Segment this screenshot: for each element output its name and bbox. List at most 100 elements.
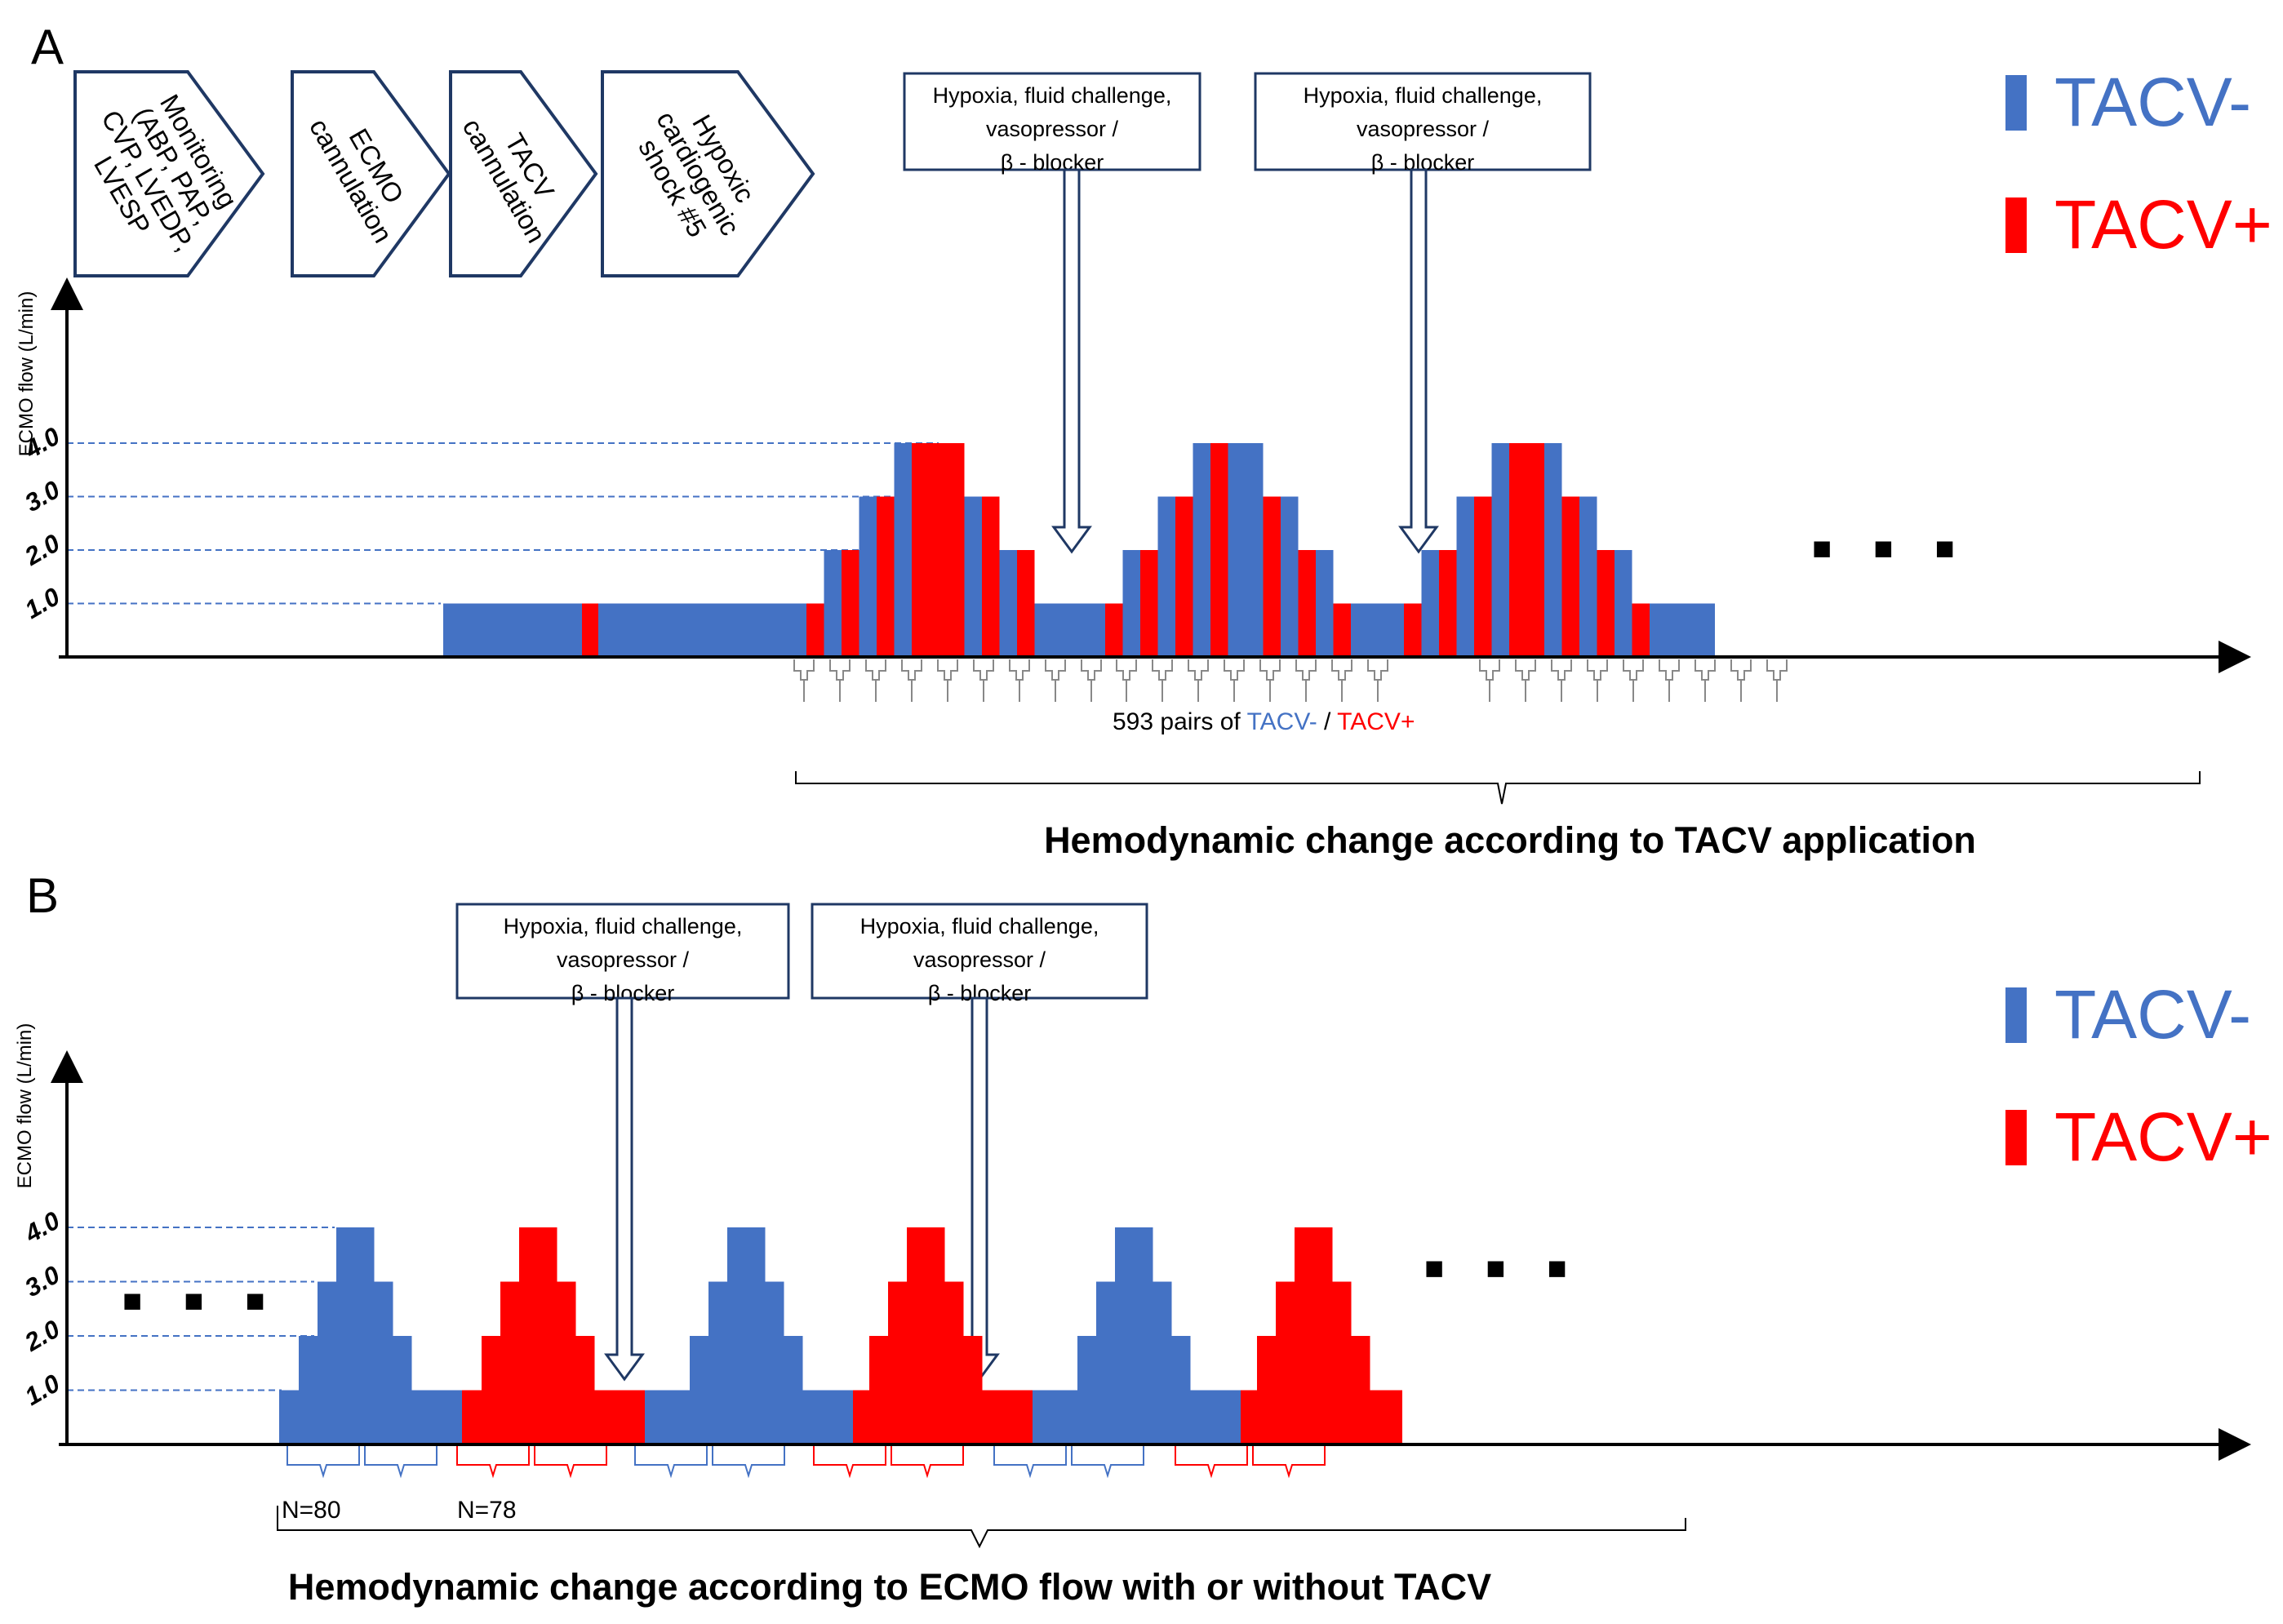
sample-brace: [534, 1446, 607, 1479]
tacv-minus-bar: [1077, 1336, 1097, 1444]
intervention-line: vasopressor /: [1357, 117, 1490, 141]
sample-bracket: [1551, 659, 1572, 681]
tacv-minus-bar: [299, 1336, 318, 1444]
sample-bracket: [1659, 659, 1680, 681]
y-tick-label: 4.0: [19, 1206, 64, 1249]
tacv-minus-bar: [1246, 443, 1264, 657]
y-tick-label: 2.0: [19, 1315, 64, 1357]
sample-bracket: [1259, 659, 1281, 681]
process-step: Hypoxiccardiogenicshock #5: [601, 70, 815, 277]
tacv-plus-bar: [907, 1227, 945, 1444]
sample-bracket: [1766, 659, 1788, 681]
intervention-text: Hypoxia, fluid challenge,vasopressor /β …: [860, 914, 1099, 1005]
tacv-minus-bar: [336, 1227, 375, 1444]
sample-brackets-a: [793, 659, 1788, 702]
tacv-minus-bar: [1052, 603, 1105, 657]
intervention-box: Hypoxia, fluid challenge,vasopressor /β …: [455, 903, 790, 1382]
pairs-prefix: 593 pairs of: [1113, 708, 1247, 735]
process-step: TACVcannulation: [449, 70, 598, 277]
tacv-plus-bar: [806, 603, 824, 657]
legend-label-minus: TACV-: [2054, 64, 2251, 140]
legend-label-minus: TACV-: [2054, 976, 2251, 1053]
tacv-minus-bar: [1615, 550, 1632, 657]
step-shape: [291, 70, 451, 277]
tacv-minus-bar: [1456, 496, 1474, 657]
down-arrow: [1051, 168, 1092, 554]
sample-bracket: [1331, 659, 1352, 681]
tacv-plus-bar: [1333, 603, 1351, 657]
sample-bracket: [1188, 659, 1209, 681]
down-arrow: [604, 996, 645, 1382]
y-axis-label-a: ECMO flow (L/min): [16, 291, 38, 457]
tacv-minus-bar: [1034, 603, 1052, 657]
intervention-line: vasopressor /: [986, 117, 1119, 141]
tacv-minus-bar: [1228, 443, 1246, 657]
tacv-plus-bar: [582, 603, 598, 657]
tacv-minus-bar: [784, 1336, 803, 1444]
tacv-plus-bar: [519, 1227, 557, 1444]
tacv-minus-bar: [1190, 1390, 1241, 1444]
tacv-plus-bar: [1474, 496, 1492, 657]
intervention-line: vasopressor /: [913, 947, 1046, 972]
intervention-line: Hypoxia, fluid challenge,: [1304, 83, 1543, 108]
tacv-plus-bar: [842, 550, 859, 657]
tacv-minus-bar: [1115, 1227, 1153, 1444]
sample-brace: [364, 1446, 438, 1479]
tacv-plus-bar: [1404, 603, 1422, 657]
n-label-plus: N=78: [457, 1497, 517, 1524]
tacv-plus-bar: [1370, 1390, 1402, 1444]
legend-swatch-plus: [2005, 1110, 2027, 1165]
intervention-frame: [455, 903, 790, 1000]
pairs-minus: TACV-: [1247, 708, 1317, 735]
sample-bracket: [1515, 659, 1536, 681]
sample-brace: [712, 1446, 785, 1479]
tacv-minus-bar: [1421, 550, 1439, 657]
sample-bracket: [1081, 659, 1102, 681]
tacv-minus-bar: [1153, 1281, 1172, 1444]
tacv-minus-bar: [824, 550, 842, 657]
gridlines-b: [67, 1227, 335, 1391]
tacv-plus-bar: [1597, 550, 1615, 657]
tacv-minus-bar: [1544, 443, 1562, 657]
big-brace-b: [277, 1506, 1686, 1549]
tacv-minus-bar: [1650, 603, 1715, 657]
tacv-plus-bar: [557, 1281, 576, 1444]
sample-brace: [634, 1446, 708, 1479]
y-ticks-b: 1.02.03.04.0: [19, 1206, 64, 1411]
tacv-minus-bar: [1193, 443, 1210, 657]
sample-brace: [286, 1446, 360, 1479]
legend-label-plus: TACV+: [2054, 1098, 2272, 1175]
tacv-plus-bar: [1017, 550, 1035, 657]
sample-bracket: [937, 659, 958, 681]
intervention-line: vasopressor /: [557, 947, 690, 972]
intervention-boxes-a: Hypoxia, fluid challenge,vasopressor /β …: [903, 72, 1592, 554]
intervention-line: Hypoxia, fluid challenge,: [933, 83, 1172, 108]
sample-bracket: [865, 659, 886, 681]
y-tick-label: 3.0: [20, 1260, 64, 1302]
tacv-plus-bar: [1263, 496, 1281, 657]
tacv-minus-bar: [1579, 496, 1597, 657]
legend-swatch-minus: [2005, 987, 2027, 1043]
tacv-plus-bar: [1276, 1281, 1295, 1444]
tacv-plus-bar: [982, 1390, 1033, 1444]
tacv-minus-bar: [1316, 550, 1334, 657]
continuation-dots-b-right: ■ ■ ■: [1424, 1250, 1583, 1286]
tacv-plus-bar: [1257, 1336, 1277, 1444]
intervention-frame: [903, 72, 1201, 171]
sample-bracket: [1009, 659, 1030, 681]
sample-brace: [891, 1446, 964, 1479]
intervention-box: Hypoxia, fluid challenge,vasopressor /β …: [1254, 72, 1592, 554]
sample-bracket: [1623, 659, 1644, 681]
sample-bracket: [901, 659, 922, 681]
tacv-minus-bar: [318, 1281, 337, 1444]
tacv-minus-bar: [708, 1281, 728, 1444]
tacv-plus-bar: [1332, 1281, 1352, 1444]
tacv-plus-bar: [912, 443, 930, 657]
tacv-minus-bar: [1351, 603, 1404, 657]
tacv-minus-bar: [690, 1336, 709, 1444]
tacv-plus-bar: [888, 1281, 908, 1444]
bars-a: [443, 443, 1715, 657]
sample-brace: [993, 1446, 1067, 1479]
pairs-sep: /: [1317, 708, 1337, 735]
intervention-line: Hypoxia, fluid challenge,: [504, 914, 743, 938]
